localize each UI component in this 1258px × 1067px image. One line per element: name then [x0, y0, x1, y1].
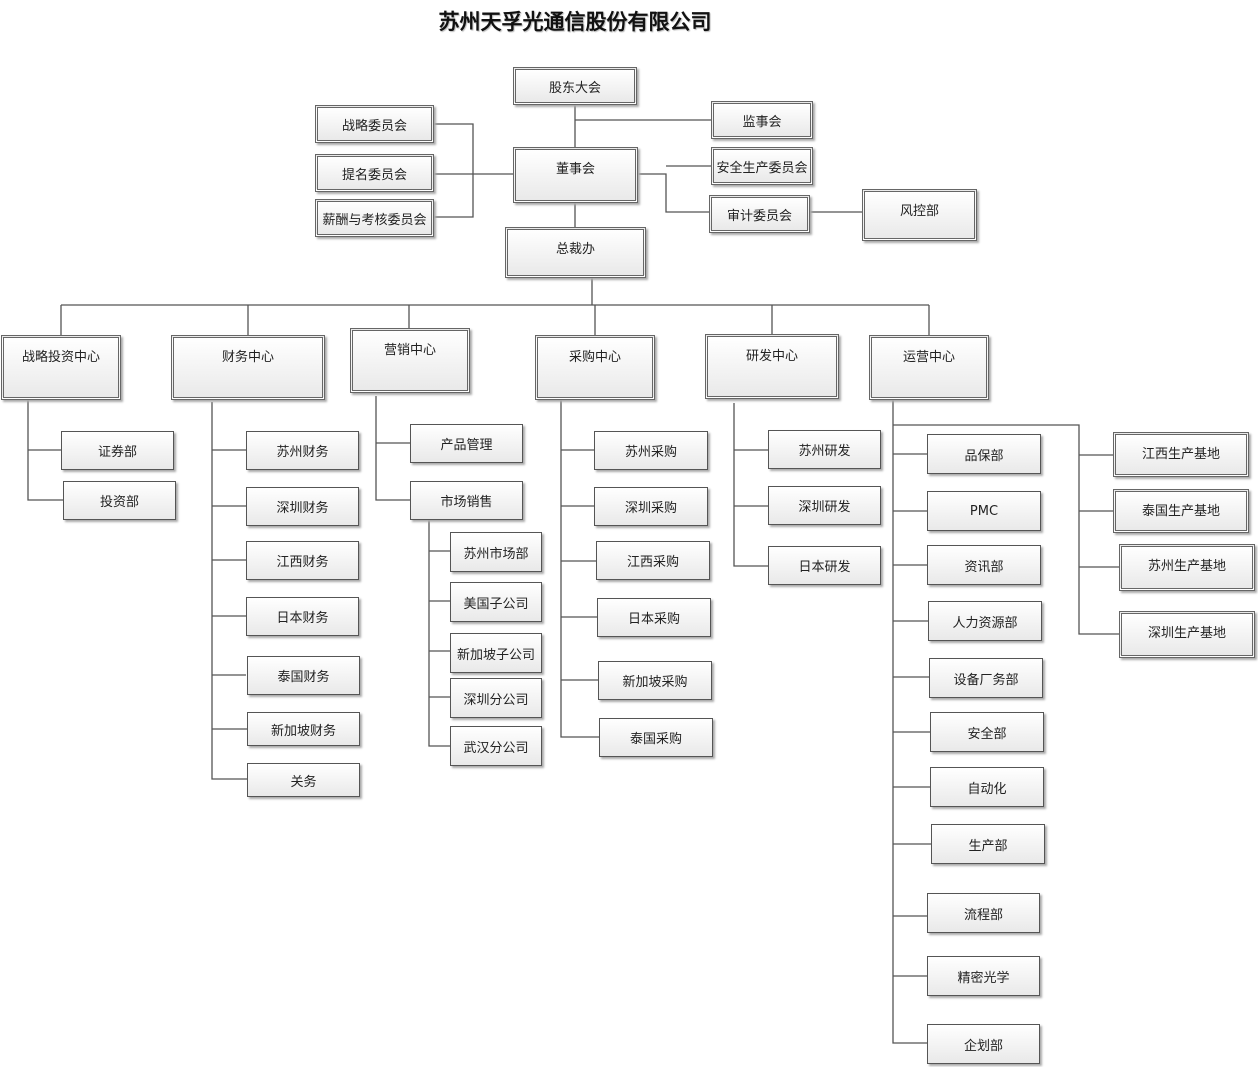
node-finance-shenzhen[interactable]: 深圳财务	[246, 487, 359, 526]
node-customs[interactable]: 关务	[247, 763, 360, 797]
node-precision-optics[interactable]: 精密光学	[927, 956, 1040, 996]
node-safety-committee[interactable]: 安全生产委员会	[711, 147, 813, 185]
node-base-suzhou[interactable]: 苏州生产基地	[1119, 544, 1255, 591]
node-center-finance[interactable]: 财务中心	[171, 335, 325, 400]
node-purchase-japan[interactable]: 日本采购	[597, 598, 711, 637]
line-right-committees	[638, 165, 711, 213]
node-investment-dept[interactable]: 投资部	[63, 481, 176, 520]
node-center-purchasing[interactable]: 采购中心	[535, 335, 655, 400]
node-process-dept[interactable]: 流程部	[927, 893, 1040, 933]
node-strategy-committee[interactable]: 战略委员会	[315, 105, 434, 143]
node-facilities-dept[interactable]: 设备厂务部	[929, 658, 1043, 698]
node-us-subsidiary[interactable]: 美国子公司	[450, 582, 542, 622]
node-pmc[interactable]: PMC	[927, 491, 1041, 531]
node-quality-assurance[interactable]: 品保部	[927, 434, 1041, 474]
node-compensation-committee[interactable]: 薪酬与考核委员会	[315, 199, 434, 237]
chart-title: 苏州天孚光通信股份有限公司	[438, 10, 712, 34]
node-shareholders[interactable]: 股东大会	[513, 67, 637, 105]
node-rd-suzhou[interactable]: 苏州研发	[768, 430, 881, 469]
node-planning-dept[interactable]: 企划部	[927, 1024, 1040, 1064]
line-left-committees	[434, 123, 513, 218]
node-securities-dept[interactable]: 证券部	[61, 431, 174, 470]
node-base-shenzhen[interactable]: 深圳生产基地	[1119, 611, 1255, 658]
node-it-dept[interactable]: 资讯部	[927, 545, 1041, 585]
line-sales-children	[428, 520, 450, 747]
node-wuhan-branch[interactable]: 武汉分公司	[450, 726, 542, 766]
node-suzhou-market[interactable]: 苏州市场部	[450, 532, 542, 572]
node-safety-dept[interactable]: 安全部	[930, 712, 1044, 752]
node-hr-dept[interactable]: 人力资源部	[928, 601, 1042, 641]
line-ops-bases	[893, 424, 1119, 635]
node-center-marketing[interactable]: 营销中心	[350, 328, 470, 393]
node-nomination-committee[interactable]: 提名委员会	[315, 154, 434, 192]
node-center-strategy-investment[interactable]: 战略投资中心	[1, 335, 121, 400]
node-supervisory[interactable]: 监事会	[711, 101, 813, 139]
node-purchase-singapore[interactable]: 新加坡采购	[598, 661, 712, 700]
node-finance-thailand[interactable]: 泰国财务	[247, 656, 360, 695]
node-base-thailand[interactable]: 泰国生产基地	[1113, 489, 1249, 533]
line-strategy-children	[27, 400, 63, 501]
line-finance-children	[211, 402, 247, 780]
node-audit-committee[interactable]: 审计委员会	[709, 195, 810, 233]
node-board[interactable]: 董事会	[513, 147, 638, 203]
node-president-office[interactable]: 总裁办	[505, 227, 646, 278]
line-rd-children	[733, 403, 768, 567]
node-finance-singapore[interactable]: 新加坡财务	[247, 712, 360, 746]
node-purchase-suzhou[interactable]: 苏州采购	[594, 431, 708, 470]
node-purchase-shenzhen[interactable]: 深圳采购	[594, 487, 708, 526]
node-rd-shenzhen[interactable]: 深圳研发	[768, 486, 881, 525]
node-shenzhen-branch[interactable]: 深圳分公司	[450, 678, 542, 718]
node-finance-jiangxi[interactable]: 江西财务	[246, 541, 359, 580]
line-ops-children	[892, 400, 931, 1044]
node-automation[interactable]: 自动化	[930, 767, 1044, 807]
node-center-rd[interactable]: 研发中心	[705, 334, 839, 399]
node-product-management[interactable]: 产品管理	[410, 424, 523, 463]
line-marketing-children	[375, 396, 410, 501]
node-production-dept[interactable]: 生产部	[931, 824, 1045, 864]
line-purchase-children	[560, 400, 600, 738]
node-base-jiangxi[interactable]: 江西生产基地	[1113, 432, 1249, 477]
node-market-sales[interactable]: 市场销售	[410, 481, 523, 520]
node-center-operations[interactable]: 运营中心	[869, 335, 989, 400]
node-risk-control[interactable]: 风控部	[862, 189, 977, 241]
node-rd-japan[interactable]: 日本研发	[768, 546, 881, 585]
node-purchase-thailand[interactable]: 泰国采购	[599, 718, 713, 757]
node-purchase-jiangxi[interactable]: 江西采购	[596, 541, 710, 580]
node-finance-suzhou[interactable]: 苏州财务	[246, 431, 359, 470]
node-singapore-subsidiary[interactable]: 新加坡子公司	[450, 633, 542, 673]
line-drop-centers	[60, 305, 930, 335]
node-finance-japan[interactable]: 日本财务	[246, 597, 359, 636]
